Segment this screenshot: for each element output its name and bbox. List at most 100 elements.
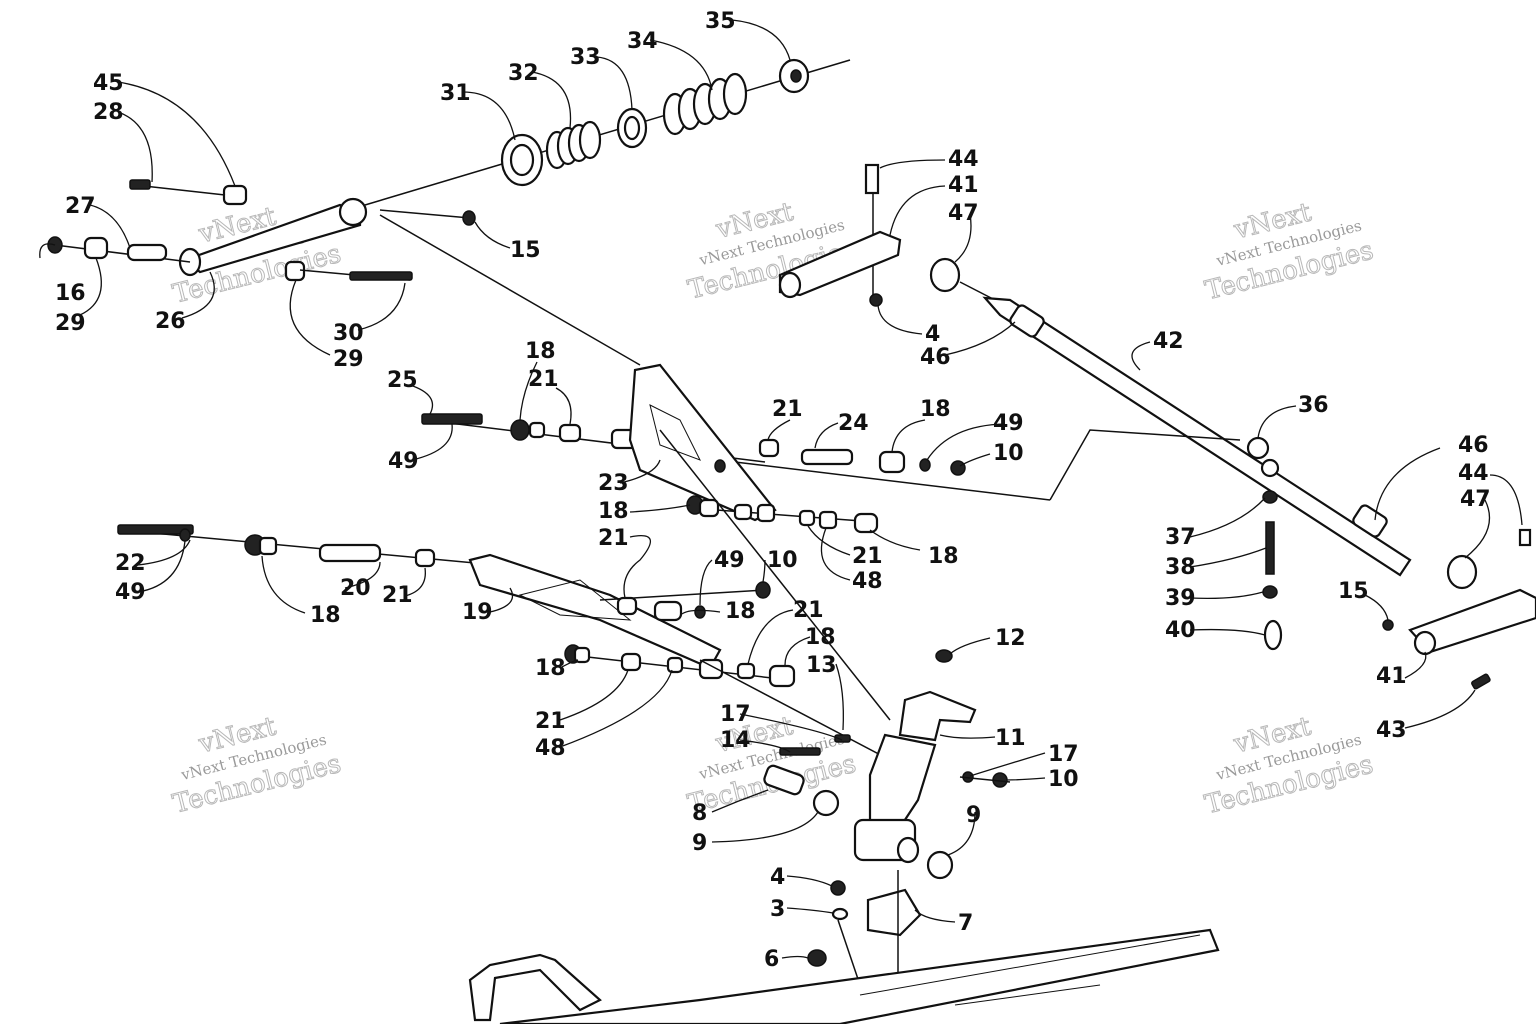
bolt-25	[421, 413, 483, 425]
callout-13: 13	[806, 653, 837, 678]
callout-40: 40	[1165, 618, 1196, 643]
callout-39: 39	[1165, 586, 1196, 611]
callout-25: 25	[387, 368, 418, 393]
callout-14: 14	[720, 728, 751, 753]
sleeve-20	[318, 543, 382, 563]
callout-21: 21	[598, 526, 629, 551]
callout-44: 44	[1458, 461, 1489, 486]
callout-3: 3	[770, 897, 785, 922]
callout-11: 11	[995, 726, 1026, 751]
callout-12: 12	[995, 626, 1026, 651]
callout-31: 31	[440, 81, 471, 106]
callout-49: 49	[115, 580, 146, 605]
callout-38: 38	[1165, 555, 1196, 580]
washer-3	[831, 907, 849, 921]
callout-44: 44	[948, 147, 979, 172]
callout-21: 21	[382, 583, 413, 608]
callout-49: 49	[714, 548, 745, 573]
shock-spring-assembly	[47, 58, 851, 366]
spindle-11	[898, 690, 977, 742]
callout-24: 24	[838, 411, 869, 436]
callout-22: 22	[115, 551, 146, 576]
callout-6: 6	[764, 947, 779, 972]
callout-30: 30	[333, 321, 364, 346]
callout-18: 18	[928, 544, 959, 569]
callout-21: 21	[772, 397, 803, 422]
callout-18: 18	[535, 656, 566, 681]
callout-49: 49	[993, 411, 1024, 436]
callout-16: 16	[55, 281, 86, 306]
callout-15: 15	[1338, 579, 1369, 604]
callout-10: 10	[767, 548, 798, 573]
callout-18: 18	[598, 499, 629, 524]
callout-49: 49	[388, 449, 419, 474]
callout-21: 21	[793, 598, 824, 623]
arm-41	[778, 230, 902, 297]
callout-28: 28	[93, 100, 124, 125]
spindle-ski-assembly	[468, 429, 1220, 1024]
callout-45: 45	[93, 71, 124, 96]
lower-a-arm-19	[117, 524, 796, 688]
bolt-30	[349, 271, 413, 281]
callout-15: 15	[510, 238, 541, 263]
callout-23: 23	[598, 471, 629, 496]
upper-a-arm-23	[421, 363, 966, 534]
bushing-47	[929, 257, 961, 293]
callout-20: 20	[340, 576, 371, 601]
sleeve-27	[126, 243, 168, 262]
callout-41: 41	[948, 173, 979, 198]
callout-47: 47	[948, 201, 979, 226]
callout-9: 9	[692, 831, 707, 856]
callout-21: 21	[852, 544, 883, 569]
upper-right-arm	[734, 163, 1536, 690]
callout-18: 18	[310, 603, 341, 628]
nut-6	[807, 949, 827, 967]
sleeve-24	[800, 448, 854, 466]
callout-7: 7	[958, 911, 973, 936]
nut-4b	[830, 880, 846, 896]
washer-37	[1262, 490, 1278, 504]
lever-36	[1246, 436, 1270, 460]
callout-36: 36	[1298, 393, 1329, 418]
callout-21: 21	[535, 709, 566, 734]
callout-41: 41	[1376, 664, 1407, 689]
bushing-45	[222, 184, 248, 206]
a-arm-19	[468, 553, 722, 670]
ski-loop	[468, 953, 602, 1022]
nut-4	[869, 293, 883, 307]
bushing-46	[1009, 304, 1045, 338]
saddle-7	[866, 888, 922, 937]
bolt-28	[129, 179, 151, 190]
callout-18: 18	[805, 625, 836, 650]
callout-21: 21	[528, 367, 559, 392]
callout-29: 29	[55, 311, 86, 336]
bushing-29	[83, 236, 109, 260]
callout-4: 4	[770, 865, 785, 890]
callout-9: 9	[966, 803, 981, 828]
callout-17: 17	[720, 702, 751, 727]
bolt-13	[834, 734, 851, 743]
nut-10	[950, 460, 966, 476]
callout-29: 29	[333, 347, 364, 372]
callout-48: 48	[535, 736, 566, 761]
callout-18: 18	[725, 599, 756, 624]
callout-8: 8	[692, 801, 707, 826]
callout-33: 33	[570, 45, 601, 70]
callout-48: 48	[852, 569, 883, 594]
callout-labels: 45 28 27 16 29 26 30 29 15 31 32 33 34 3…	[55, 9, 1491, 972]
callout-17: 17	[1048, 742, 1079, 767]
callout-43: 43	[1376, 718, 1407, 743]
callout-19: 19	[462, 600, 493, 625]
callout-18: 18	[525, 339, 556, 364]
callout-46: 46	[920, 345, 951, 370]
callout-42: 42	[1153, 329, 1184, 354]
callout-27: 27	[65, 194, 96, 219]
nut-39	[1262, 585, 1278, 599]
bolt-44	[864, 163, 880, 195]
bushing-8	[763, 764, 805, 796]
callout-34: 34	[627, 29, 658, 54]
callout-4: 4	[925, 322, 940, 347]
bolt-14	[779, 747, 821, 756]
callout-10: 10	[1048, 767, 1079, 792]
